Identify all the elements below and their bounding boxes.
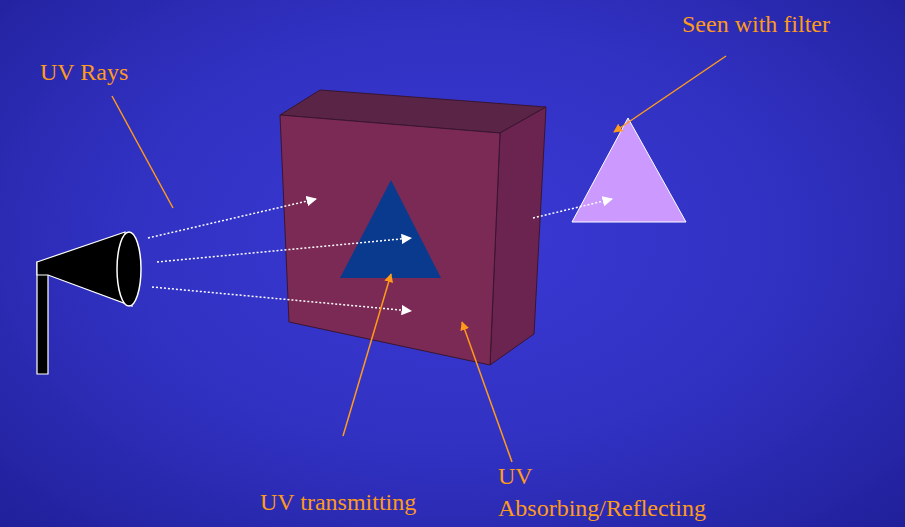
filtered-triangle	[572, 118, 686, 222]
absorbing-label: UV Absorbing/Reflecting	[498, 460, 730, 524]
leader-lines	[112, 56, 726, 462]
uv-absorbing-block	[280, 90, 546, 365]
uv-ray-lines	[148, 199, 612, 311]
ray-label: UV Rays	[40, 56, 128, 88]
uv-lamp	[37, 232, 141, 374]
filter-label: Seen with filter	[682, 8, 830, 40]
transmitting-label: UV transmitting	[260, 486, 416, 518]
uv-transmitting-triangle	[340, 180, 441, 278]
